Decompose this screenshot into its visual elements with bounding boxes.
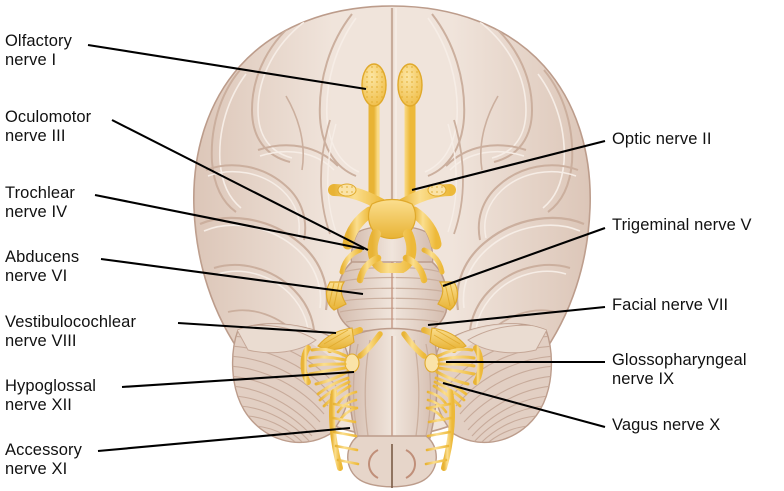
label-vestibulocochlear-line-2: nerve VIII: [5, 332, 77, 350]
leader-line-trochlear: [94, 193, 365, 251]
label-oculomotor-line-1: Oculomotor: [5, 108, 92, 126]
label-optic: Optic nerve II: [612, 130, 712, 149]
label-accessory-line-1: Accessory: [5, 441, 83, 459]
leader-line-abducens: [100, 257, 364, 296]
nerve-vestibulocochlear-VIII: [317, 327, 467, 351]
nerve-trigeminal-V: [325, 281, 459, 311]
label-trochlear-line-2: nerve IV: [5, 203, 68, 221]
leader-line-oculomotor: [111, 119, 369, 251]
label-facial-line-1: Facial nerve VII: [612, 296, 729, 314]
leader-line-trigeminal: [442, 227, 606, 287]
label-abducens-line-2: nerve VI: [5, 267, 68, 285]
label-hypoglossal-line-1: Hypoglossal: [5, 377, 96, 395]
cerebellum: [231, 323, 553, 444]
label-accessory-line-2: nerve XI: [5, 460, 68, 478]
label-abducens-line-1: Abducens: [5, 248, 80, 266]
label-trigeminal-line-1: Trigeminal nerve V: [612, 216, 752, 234]
medulla-oblongata: [347, 327, 439, 439]
label-glossopharyngeal-line-1: Glossopharyngeal: [612, 351, 747, 369]
leader-line-hypoglossal: [121, 370, 355, 389]
label-optic-line-1: Optic nerve II: [612, 130, 712, 148]
leader-line-accessory: [97, 426, 351, 453]
label-trigeminal: Trigeminal nerve V: [612, 216, 752, 235]
label-vagus: Vagus nerve X: [612, 416, 720, 435]
nerve-optic-II: [328, 183, 456, 273]
nerve-oculomotor-III: [356, 254, 428, 284]
label-facial: Facial nerve VII: [612, 296, 728, 315]
nerve-abducens-VI: [357, 331, 427, 359]
label-hypoglossal-line-2: nerve XII: [5, 396, 72, 414]
leader-line-olfactory: [87, 43, 367, 91]
label-trochlear-line-1: Trochlear: [5, 184, 75, 202]
label-olfactory-line-2: nerve I: [5, 51, 57, 69]
leader-lines: [87, 43, 606, 453]
label-vagus-line-1: Vagus nerve X: [612, 416, 721, 434]
nerve-glossopharyngeal-IX: [300, 345, 484, 386]
nerve-accessory-XI: [329, 389, 455, 471]
label-glossopharyngeal-line-2: nerve IX: [612, 370, 675, 388]
label-olfactory-line-1: Olfactory: [5, 32, 72, 50]
cranial-nerves: [300, 63, 484, 471]
label-vestibulocochlear-line-1: Vestibulocochlear: [5, 313, 137, 331]
leader-line-optic: [411, 139, 606, 192]
leader-line-vestibulocochlear: [177, 321, 337, 335]
label-oculomotor-line-2: nerve III: [5, 127, 66, 145]
leader-line-facial: [427, 305, 606, 327]
leader-line-vagus: [442, 381, 606, 429]
nerve-trochlear-IV: [339, 247, 445, 275]
